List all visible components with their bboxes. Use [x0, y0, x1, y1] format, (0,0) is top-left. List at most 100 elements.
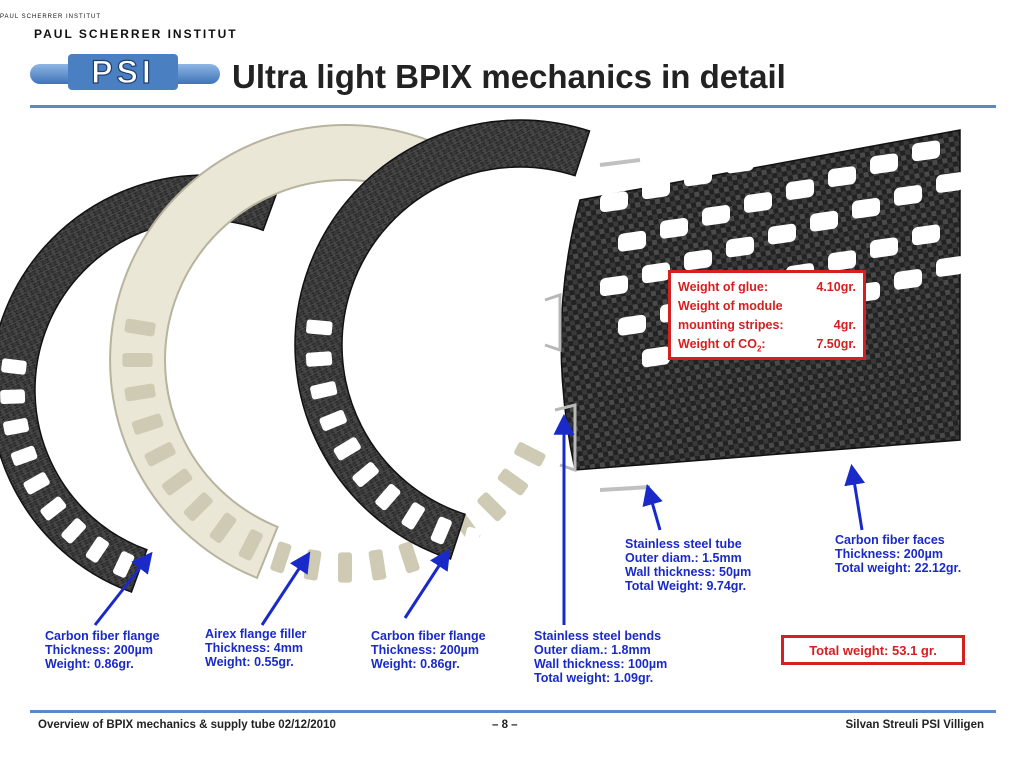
tube-hole — [618, 314, 646, 336]
flange-hole — [124, 383, 156, 402]
tube-hole — [828, 250, 856, 271]
tube-hole — [870, 237, 898, 259]
tube-hole — [768, 223, 796, 245]
header-divider — [30, 105, 996, 108]
tube-hole — [726, 152, 754, 174]
tube-hole — [600, 275, 628, 297]
tube-hole — [870, 153, 898, 175]
tube-hole — [852, 197, 880, 219]
flange-hole — [612, 504, 636, 532]
flange-hole — [333, 508, 359, 534]
tube-hole — [936, 256, 964, 277]
tube-hole — [912, 140, 940, 162]
airex-flange-filler — [109, 124, 435, 580]
tube-hole — [894, 185, 922, 206]
tube-hole — [894, 269, 922, 290]
flange-hole — [303, 549, 322, 581]
tube-hole — [894, 110, 922, 122]
tube-hole — [684, 165, 712, 187]
flange-hole — [122, 353, 153, 367]
carbon-flange-left — [0, 174, 280, 593]
tube-hole — [810, 126, 838, 148]
tube-hole — [684, 249, 712, 271]
callout-row-co2: Weight of CO2: 7.50gr. — [678, 337, 856, 354]
flange-hole — [658, 464, 686, 490]
tube-hole — [702, 205, 730, 226]
flange-hole — [398, 541, 420, 574]
tube-hole — [600, 110, 628, 129]
flange-hole — [310, 381, 338, 400]
flange-hole — [61, 518, 87, 544]
flange-hole — [209, 512, 237, 544]
callout-row-glue: Weight of glue: 4.10gr. — [678, 280, 856, 294]
flange-hole — [10, 445, 38, 466]
page-title: Ultra light BPIX mechanics in detail — [232, 58, 786, 95]
flange-hole — [0, 389, 26, 405]
psi-logo: PSI — [30, 53, 220, 91]
flange-hole — [526, 532, 542, 560]
footer-right: Silvan Streuli PSI Villigen — [845, 719, 984, 731]
flange-hole — [238, 529, 263, 561]
tube-hole — [600, 191, 628, 213]
tube-hole — [912, 224, 940, 246]
callout-row-stripes: mounting stripes: 4gr. — [678, 318, 856, 332]
flange-hole — [204, 569, 220, 595]
flange-hole — [1, 358, 27, 375]
callout-row-module: Weight of module — [678, 299, 783, 313]
flange-hole — [85, 536, 109, 563]
tube-hole — [744, 192, 772, 213]
footer-divider — [30, 710, 996, 713]
flange-hole — [173, 568, 190, 594]
footer-page-number: – 8 – — [492, 719, 518, 731]
tube-hole — [642, 262, 670, 284]
weight-callout-box: Weight of glue: 4.10gr. Weight of module… — [668, 270, 866, 360]
tube-hole — [936, 172, 964, 193]
flange-hole — [494, 532, 511, 559]
institute-name-small: PAUL SCHERRER INSTITUT — [0, 14, 102, 20]
flange-hole — [270, 541, 292, 574]
tube-hole — [702, 121, 730, 142]
flange-hole — [461, 526, 481, 555]
institute-name: PAUL SCHERRER INSTITUT — [34, 27, 238, 41]
flange-hole — [3, 418, 30, 436]
flange-hole — [311, 528, 336, 555]
flange-hole — [337, 552, 352, 583]
tube-hole — [660, 133, 688, 155]
flange-hole — [113, 551, 135, 578]
tube-hole — [810, 210, 838, 232]
flange-hole — [183, 492, 213, 522]
tube-hole — [786, 179, 814, 200]
tube-hole — [642, 346, 670, 368]
tube-hole — [744, 110, 772, 129]
flange-hole — [477, 492, 507, 522]
flange-hole — [585, 518, 606, 546]
flange-hole — [430, 516, 452, 545]
tube-hole — [786, 110, 814, 116]
flange-hole — [23, 472, 50, 495]
flange-hole — [40, 496, 67, 521]
footer-left: Overview of BPIX mechanics & supply tube… — [38, 719, 336, 731]
tube-hole — [828, 166, 856, 187]
flange-hole — [306, 319, 333, 336]
flange-hole — [161, 468, 193, 496]
tube-hole — [618, 230, 646, 252]
flange-hole — [144, 442, 176, 467]
flange-hole — [131, 413, 164, 435]
tube-hole — [726, 236, 754, 258]
tube-hole — [618, 146, 646, 168]
tube-hole — [768, 139, 796, 161]
flange-hole — [124, 318, 156, 337]
tube-hole — [642, 178, 670, 200]
flange-hole — [352, 462, 379, 487]
flange-hole — [375, 483, 401, 511]
flange-hole — [333, 437, 361, 461]
flange-hole — [319, 410, 347, 431]
total-weight-box: Total weight: 53.1 gr. — [781, 635, 965, 665]
logo-text: PSI — [91, 54, 155, 90]
